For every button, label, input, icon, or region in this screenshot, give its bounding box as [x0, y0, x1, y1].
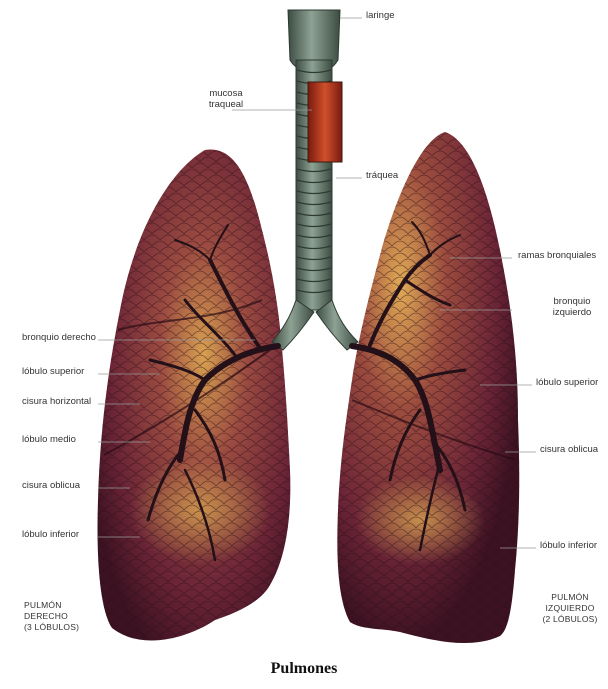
label-bronquio-derecho: bronquio derecho	[22, 332, 96, 343]
label-traquea: tráquea	[366, 170, 398, 181]
label-bronquio-izquierdo: bronquio izquierdo	[540, 296, 604, 318]
label-lobulo-superior-izq: lóbulo superior	[536, 377, 598, 388]
label-mucosa-line1: mucosa	[196, 88, 256, 99]
label-cisura-oblicua-izq: cisura oblicua	[540, 444, 598, 455]
label-pulmon-izq-line2: IZQUIERDO	[532, 603, 608, 614]
label-pulmon-izq-line1: PULMÓN	[532, 592, 608, 603]
label-lobulo-superior-der: lóbulo superior	[22, 366, 84, 377]
trachea	[272, 10, 358, 350]
label-lobulo-inferior-izq: lóbulo inferior	[540, 540, 597, 551]
label-pulmon-der-line3: (3 LÓBULOS)	[24, 622, 79, 633]
label-ramas-bronquiales: ramas bronquiales	[518, 250, 596, 261]
label-mucosa-line2: traqueal	[196, 99, 256, 110]
label-pulmon-derecho: PULMÓN DERECHO (3 LÓBULOS)	[24, 600, 79, 633]
label-lobulo-medio: lóbulo medio	[22, 434, 76, 445]
tracheal-mucosa-cutaway	[308, 82, 342, 162]
label-bronquio-izq-line2: izquierdo	[540, 307, 604, 318]
label-pulmon-der-line1: PULMÓN	[24, 600, 79, 611]
label-bronquio-izq-line1: bronquio	[540, 296, 604, 307]
label-pulmon-der-line2: DERECHO	[24, 611, 79, 622]
diagram-title: Pulmones	[0, 660, 608, 678]
label-lobulo-inferior-der: lóbulo inferior	[22, 529, 79, 540]
label-mucosa-traqueal: mucosa traqueal	[196, 88, 256, 110]
label-laringe: laringe	[366, 10, 395, 21]
label-pulmon-izquierdo: PULMÓN IZQUIERDO (2 LÓBULOS)	[532, 592, 608, 625]
label-cisura-oblicua-der: cisura oblicua	[22, 480, 80, 491]
label-cisura-horizontal: cisura horizontal	[22, 396, 91, 407]
label-pulmon-izq-line3: (2 LÓBULOS)	[532, 614, 608, 625]
